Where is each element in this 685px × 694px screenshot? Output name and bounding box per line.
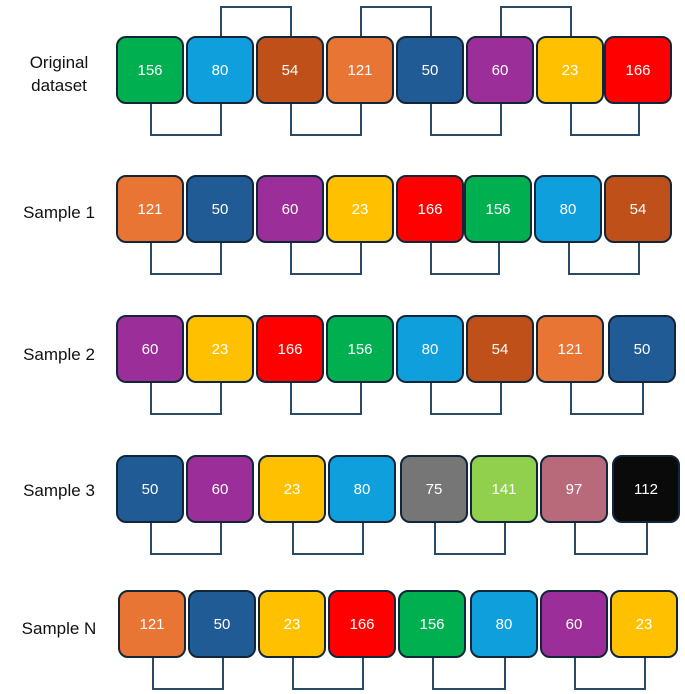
data-box: 156 xyxy=(398,590,466,658)
row-label: Sample 3 xyxy=(23,481,95,500)
data-box: 156 xyxy=(116,36,184,104)
data-box: 80 xyxy=(396,315,464,383)
pair-connector xyxy=(430,383,502,415)
data-box: 50 xyxy=(186,175,254,243)
pair-connector xyxy=(292,523,364,555)
pair-connector xyxy=(570,104,640,136)
data-box: 141 xyxy=(470,455,538,523)
data-box: 50 xyxy=(396,36,464,104)
pair-connector xyxy=(150,523,222,555)
data-box: 80 xyxy=(470,590,538,658)
pair-connector xyxy=(574,658,646,690)
row-label: Sample 1 xyxy=(23,203,95,222)
data-box: 156 xyxy=(326,315,394,383)
data-box: 23 xyxy=(326,175,394,243)
data-box: 23 xyxy=(186,315,254,383)
data-box: 121 xyxy=(326,36,394,104)
pair-connector xyxy=(570,383,644,415)
pair-connector xyxy=(430,243,500,275)
data-box: 112 xyxy=(612,455,680,523)
data-box: 156 xyxy=(464,175,532,243)
data-box: 23 xyxy=(258,590,326,658)
data-box: 54 xyxy=(256,36,324,104)
pair-connector xyxy=(432,658,506,690)
data-box: 121 xyxy=(118,590,186,658)
pair-connector xyxy=(500,6,572,36)
pair-connector xyxy=(430,104,502,136)
data-box: 54 xyxy=(466,315,534,383)
data-box: 60 xyxy=(116,315,184,383)
pair-connector xyxy=(150,104,222,136)
data-box: 60 xyxy=(540,590,608,658)
pair-connector xyxy=(220,6,292,36)
data-box: 60 xyxy=(256,175,324,243)
data-box: 80 xyxy=(534,175,602,243)
data-box: 166 xyxy=(256,315,324,383)
data-box: 60 xyxy=(466,36,534,104)
pair-connector xyxy=(290,104,362,136)
data-box: 50 xyxy=(608,315,676,383)
pair-connector xyxy=(150,243,222,275)
pair-connector xyxy=(152,658,224,690)
data-box: 80 xyxy=(186,36,254,104)
data-box: 50 xyxy=(116,455,184,523)
row-label: Sample N xyxy=(21,619,97,638)
data-box: 121 xyxy=(536,315,604,383)
data-box: 80 xyxy=(328,455,396,523)
pair-connector xyxy=(292,658,364,690)
pair-connector xyxy=(150,383,222,415)
data-box: 60 xyxy=(186,455,254,523)
pair-connector xyxy=(360,6,432,36)
data-box: 23 xyxy=(258,455,326,523)
data-box: 97 xyxy=(540,455,608,523)
data-box: 75 xyxy=(400,455,468,523)
data-box: 166 xyxy=(396,175,464,243)
data-box: 50 xyxy=(188,590,256,658)
data-box: 121 xyxy=(116,175,184,243)
pair-connector xyxy=(568,243,640,275)
pair-connector xyxy=(290,383,362,415)
data-box: 54 xyxy=(604,175,672,243)
data-box: 166 xyxy=(328,590,396,658)
data-box: 23 xyxy=(536,36,604,104)
data-box: 23 xyxy=(610,590,678,658)
pair-connector xyxy=(434,523,506,555)
pair-connector xyxy=(290,243,362,275)
row-label: Sample 2 xyxy=(23,345,95,364)
data-box: 166 xyxy=(604,36,672,104)
row-label: Original dataset xyxy=(29,53,89,95)
pair-connector xyxy=(574,523,648,555)
